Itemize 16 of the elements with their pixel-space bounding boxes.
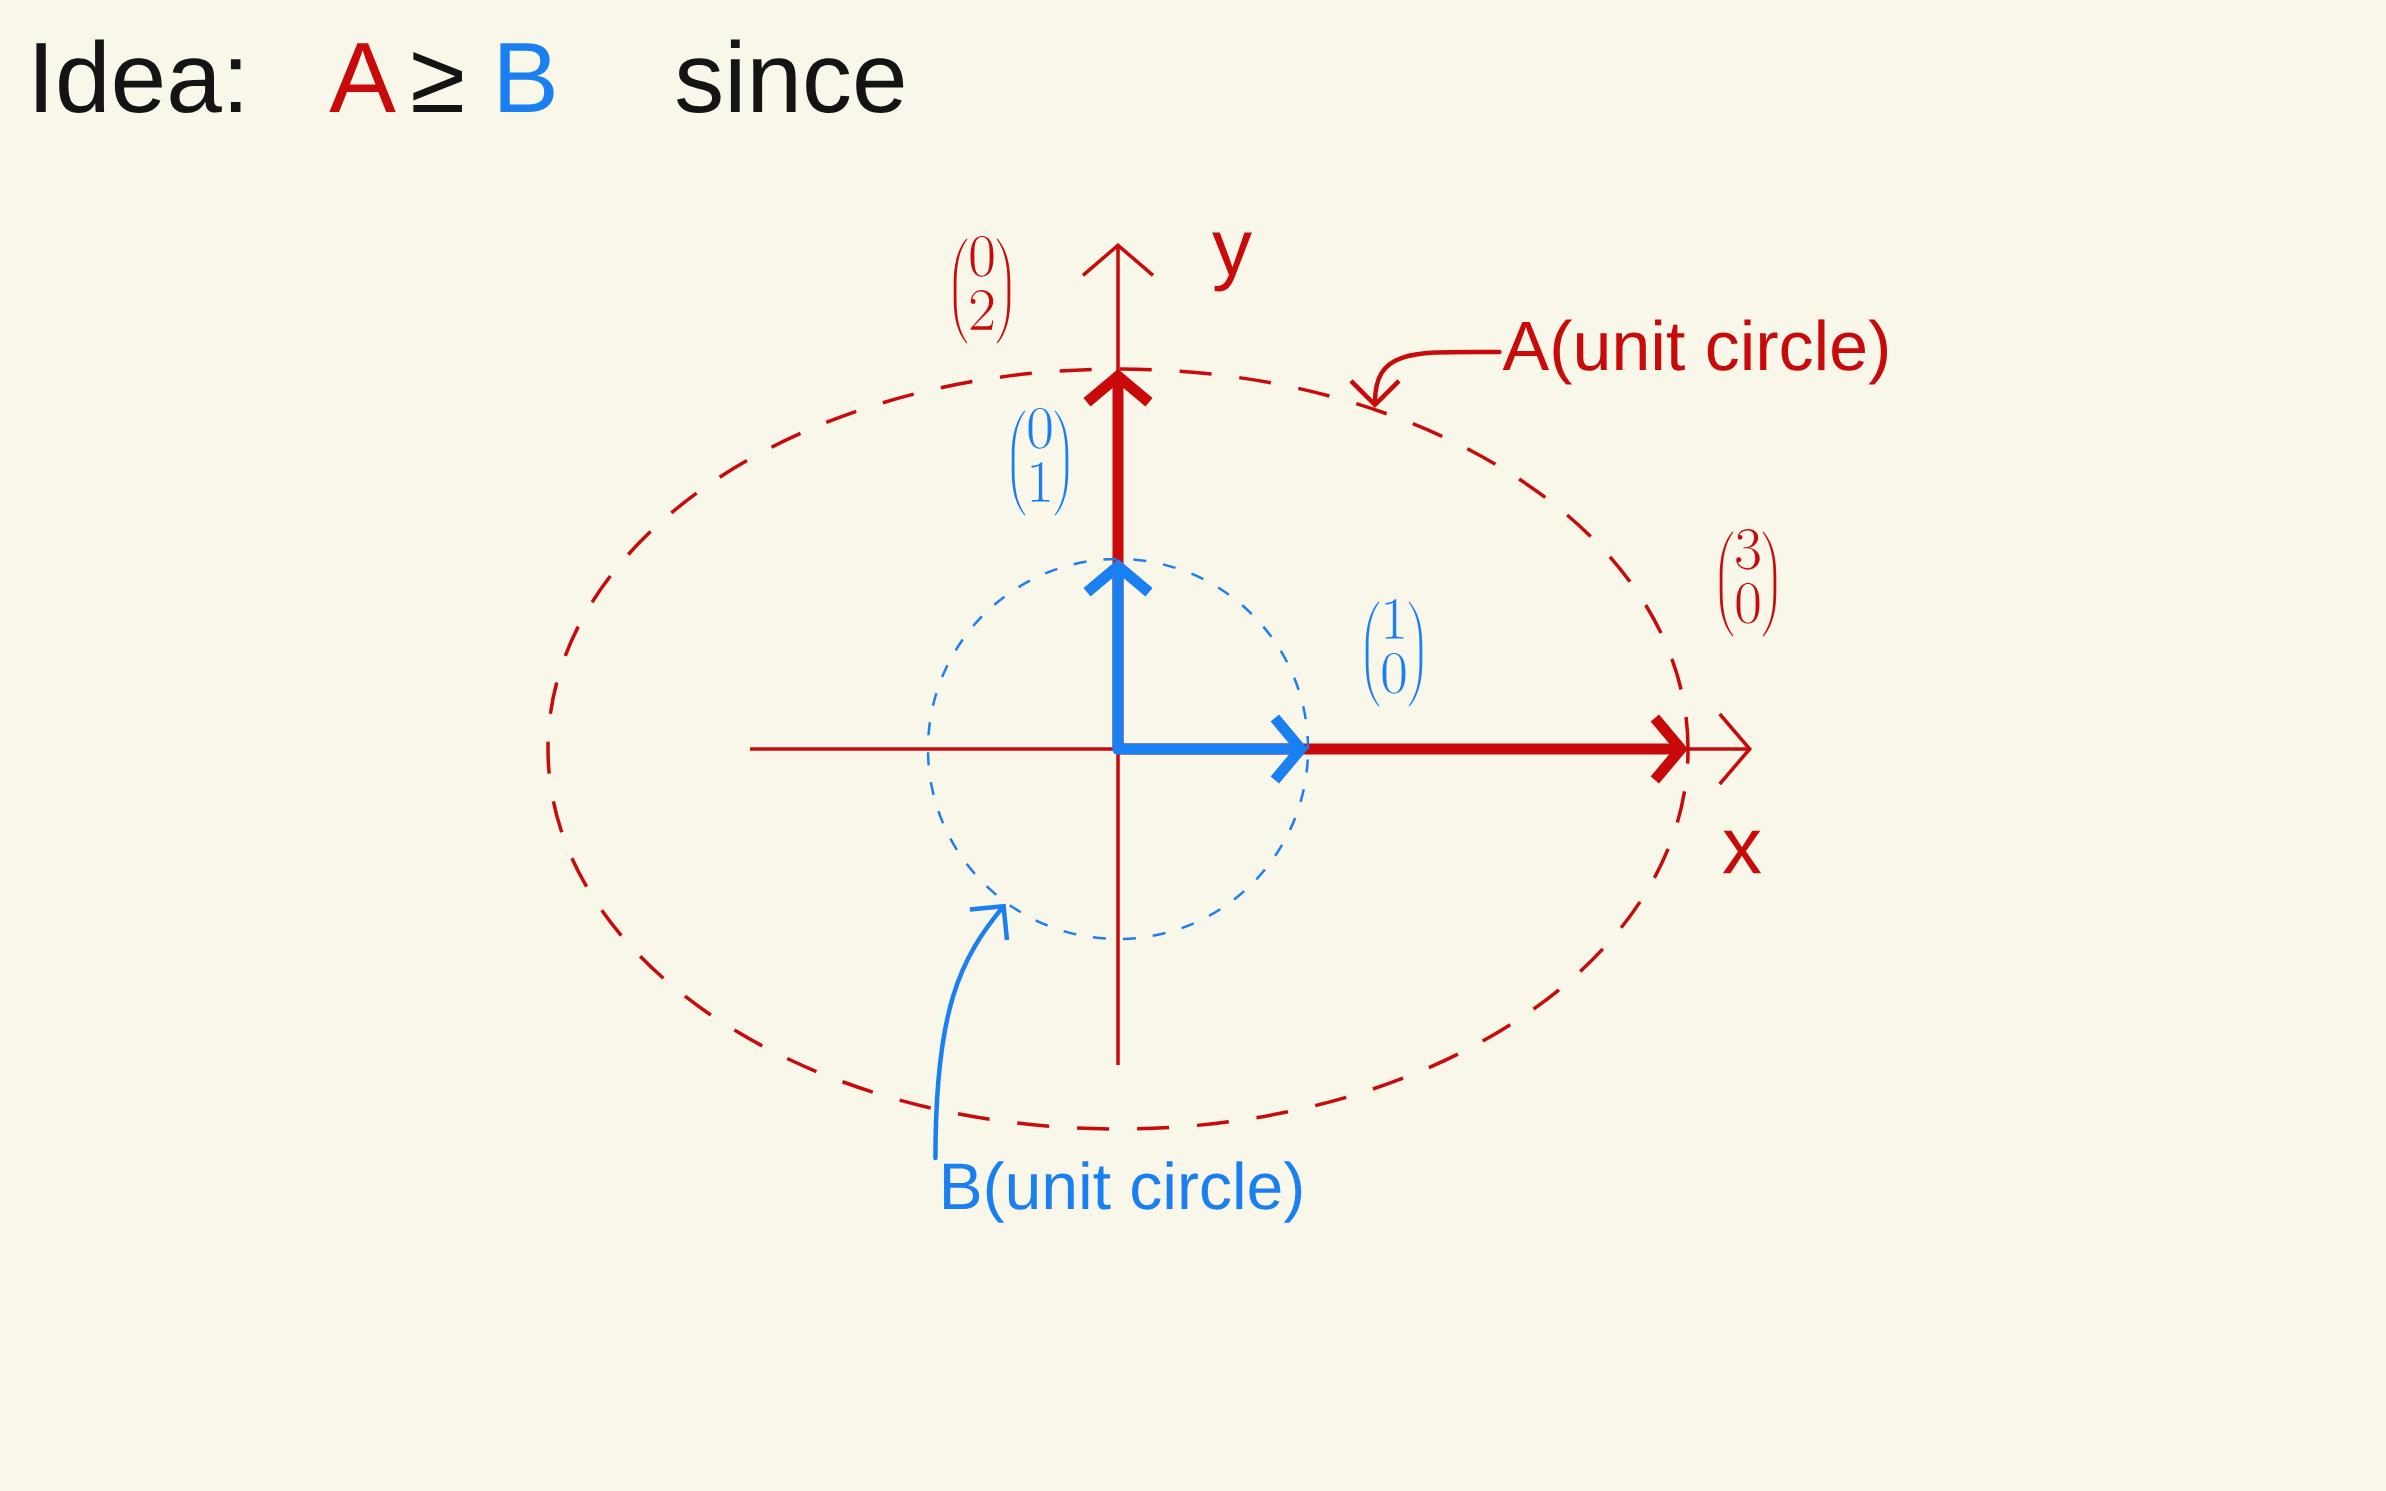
leader-arrow	[933, 903, 1010, 1161]
axis-label: x	[1722, 830, 1762, 874]
column-vector: $\begin{pmatrix}0\\2\end{pmatrix}$	[953, 236, 1011, 344]
dashed-circle	[926, 557, 1310, 941]
heading-text: Idea:	[36, 39, 241, 113]
column-vector: $\begin{pmatrix}1\\0\end{pmatrix}$	[1365, 599, 1423, 707]
variable-letter: B	[500, 43, 554, 112]
column-vector: $\begin{pmatrix}3\\0\end{pmatrix}$	[1719, 529, 1777, 637]
annotation-text: A(unit circle)	[1502, 319, 1888, 385]
variable-letter: A	[329, 43, 396, 112]
column-vector: $\begin{pmatrix}0\\1\end{pmatrix}$	[1011, 408, 1069, 516]
annotation-text: B(unit circle)	[944, 1161, 1302, 1223]
leader-arrow	[1349, 349, 1502, 408]
axis-label: y	[1212, 232, 1252, 292]
heading-text: since	[677, 39, 904, 113]
inequality-sign: ≥	[413, 51, 462, 112]
